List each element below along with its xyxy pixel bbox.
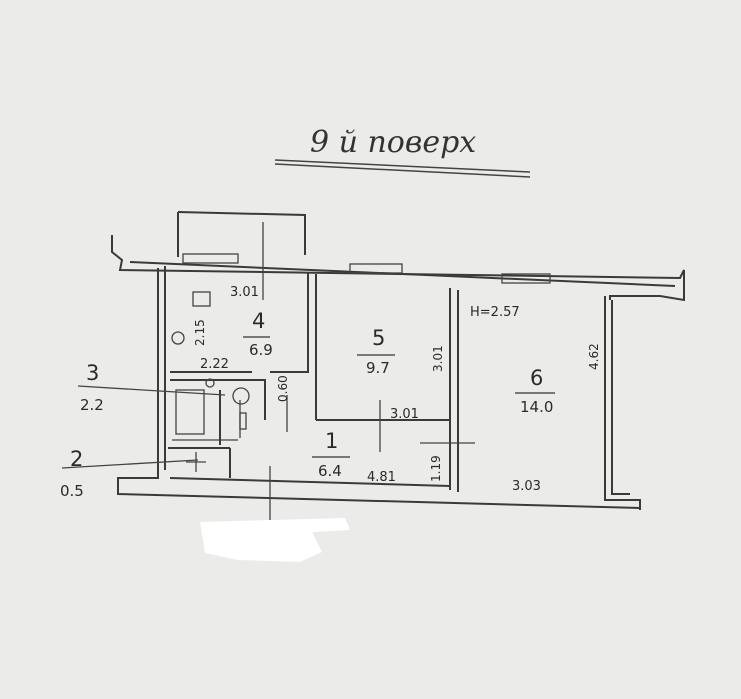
- dim-room4-top: 3.01: [230, 285, 259, 300]
- dim-room4-side: 2.15: [193, 319, 207, 346]
- room-1-number: 1: [325, 429, 338, 453]
- room-1-area: 6.4: [318, 462, 342, 480]
- room-labels: 4 6.9 5 9.7 6 14.0 1 6.4 3 2.2 2 0.5: [60, 309, 555, 500]
- dim-room4-bottom: 2.22: [200, 357, 229, 372]
- windows: [182, 253, 551, 284]
- dim-passage: 0.60: [276, 375, 290, 402]
- room-6-number: 6: [530, 366, 543, 390]
- dimension-labels: H=2.57 3.01 2.15 2.22 0.60 3.01 3.01 4.8…: [193, 285, 601, 494]
- room-2-number: 2: [70, 447, 83, 471]
- room-2-area: 0.5: [60, 482, 84, 500]
- room-4-number: 4: [252, 309, 265, 333]
- dim-room5-side: 3.01: [431, 345, 445, 372]
- title-underline: [274, 159, 531, 173]
- dim-room6-side: 4.62: [587, 343, 601, 370]
- height-note: H=2.57: [470, 305, 520, 320]
- room-3-area: 2.2: [80, 396, 104, 414]
- fixtures: [171, 291, 250, 430]
- floor-title: 9 й поверх: [310, 125, 476, 160]
- dim-hall-length: 4.81: [367, 470, 396, 485]
- room-6-area: 14.0: [520, 398, 553, 416]
- interior-walls: [61, 222, 475, 520]
- room-5-area: 9.7: [366, 359, 390, 377]
- room-4-area: 6.9: [249, 341, 273, 359]
- dim-room6-bottom: 3.03: [512, 479, 541, 494]
- redacted-area: [200, 518, 350, 562]
- dim-hall-small: 1.19: [429, 455, 443, 482]
- room-5-number: 5: [372, 326, 385, 350]
- outer-walls: [111, 211, 685, 510]
- room-3-number: 3: [86, 361, 99, 385]
- title-underline-2: [274, 163, 531, 178]
- dim-room5-bottom: 3.01: [390, 407, 419, 422]
